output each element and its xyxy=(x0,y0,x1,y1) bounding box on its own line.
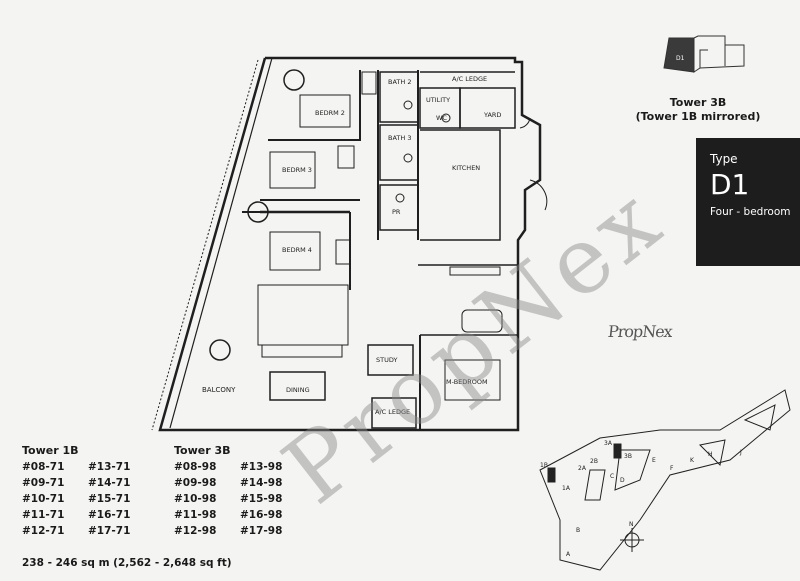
unit-number: #11-98 xyxy=(174,509,217,521)
tower-1b-title: Tower 1B xyxy=(22,444,79,457)
label-ac-ledge-bottom: A/C LEDGE xyxy=(375,408,410,416)
label-master-bedroom: M-BEDROOM xyxy=(446,378,488,386)
unit-number: #13-71 xyxy=(88,461,131,473)
site-label-2a: 2A xyxy=(578,465,587,472)
site-label-f: F xyxy=(670,465,674,472)
label-dining: DINING xyxy=(286,386,310,394)
unit-number: #15-98 xyxy=(240,493,283,505)
unit-number: #10-71 xyxy=(22,493,65,505)
label-bedroom-2: BEDRM 2 xyxy=(315,109,345,117)
label-utility: UTILITY xyxy=(426,96,450,104)
site-label-c: C xyxy=(610,473,614,480)
signature-mark: PropNex xyxy=(607,322,673,341)
room-labels: BEDRM 2 BEDRM 3 BEDRM 4 BATH 2 BATH 3 A/… xyxy=(202,75,501,416)
label-kitchen: KITCHEN xyxy=(452,164,480,172)
unit-number: #13-98 xyxy=(240,461,283,473)
unit-number: #08-98 xyxy=(174,461,217,473)
site-label-3b: 3B xyxy=(624,453,632,460)
label-bath-3: BATH 3 xyxy=(388,134,411,142)
unit-number: #12-98 xyxy=(174,525,217,537)
site-label-e: E xyxy=(652,457,656,464)
tower-header: Tower 3B (Tower 1B mirrored) xyxy=(628,96,768,124)
label-yard: YARD xyxy=(483,111,501,119)
type-code: D1 xyxy=(710,168,750,201)
label-balcony: BALCONY xyxy=(202,386,236,394)
unit-number: #14-71 xyxy=(88,477,131,489)
site-label-d: D xyxy=(620,477,625,484)
tower-3b-title: Tower 3B xyxy=(174,444,231,457)
label-bath-2: BATH 2 xyxy=(388,78,411,86)
north-arrow-label: N xyxy=(629,521,634,528)
unit-number: #09-98 xyxy=(174,477,217,489)
unit-number: #10-98 xyxy=(174,493,217,505)
unit-number: #17-71 xyxy=(88,525,131,537)
label-bedroom-3: BEDRM 3 xyxy=(282,166,312,174)
unit-number: #17-98 xyxy=(240,525,283,537)
site-label-b: B xyxy=(576,527,580,534)
tower-1b-units: Tower 1B #08-71 #13-71 #09-71 #14-71 #10… xyxy=(22,444,148,538)
site-marker-3b xyxy=(613,443,622,459)
tower-3b-units: Tower 3B #08-98 #13-98 #09-98 #14-98 #10… xyxy=(174,444,300,538)
label-bedroom-4: BEDRM 4 xyxy=(282,246,312,254)
site-marker-1b xyxy=(547,467,556,483)
site-label-1a: 1A xyxy=(562,485,571,492)
plan-walls xyxy=(151,56,548,432)
site-label-2b: 2B xyxy=(590,458,598,465)
watermark: PropNex xyxy=(264,164,684,525)
unit-number: #12-71 xyxy=(22,525,65,537)
unit-number: #09-71 xyxy=(22,477,65,489)
label-pr: PR xyxy=(392,208,401,216)
site-plan xyxy=(539,389,791,571)
unit-area: 238 - 246 sq m (2,562 - 2,648 sq ft) xyxy=(22,557,232,569)
site-label-a: A xyxy=(566,551,571,558)
label-study: STUDY xyxy=(376,356,398,364)
key-plan: D1 xyxy=(663,35,745,73)
label-wc: WC xyxy=(436,114,447,122)
site-label-h: H xyxy=(708,451,713,458)
unit-number: #16-98 xyxy=(240,509,283,521)
unit-number: #14-98 xyxy=(240,477,283,489)
label-ac-ledge-top: A/C LEDGE xyxy=(452,75,487,83)
type-description: Four - bedroom xyxy=(710,206,791,218)
site-label-3a: 3A xyxy=(604,440,613,447)
tower-header-line2: (Tower 1B mirrored) xyxy=(635,110,761,123)
unit-number: #16-71 xyxy=(88,509,131,521)
unit-number: #15-71 xyxy=(88,493,131,505)
site-plan-labels: 1B 1A 2A 2B 3A 3B C D E F K H J B A N xyxy=(540,440,742,558)
tower-header-line1: Tower 3B xyxy=(669,96,727,109)
key-plan-marker: D1 xyxy=(676,55,685,62)
site-label-j: J xyxy=(739,449,742,456)
type-label: Type xyxy=(710,152,738,166)
unit-type-box: Type D1 Four - bedroom xyxy=(696,138,800,266)
unit-number: #08-71 xyxy=(22,461,65,473)
site-label-1b: 1B xyxy=(540,462,548,469)
unit-number: #11-71 xyxy=(22,509,65,521)
site-label-k: K xyxy=(690,457,695,464)
